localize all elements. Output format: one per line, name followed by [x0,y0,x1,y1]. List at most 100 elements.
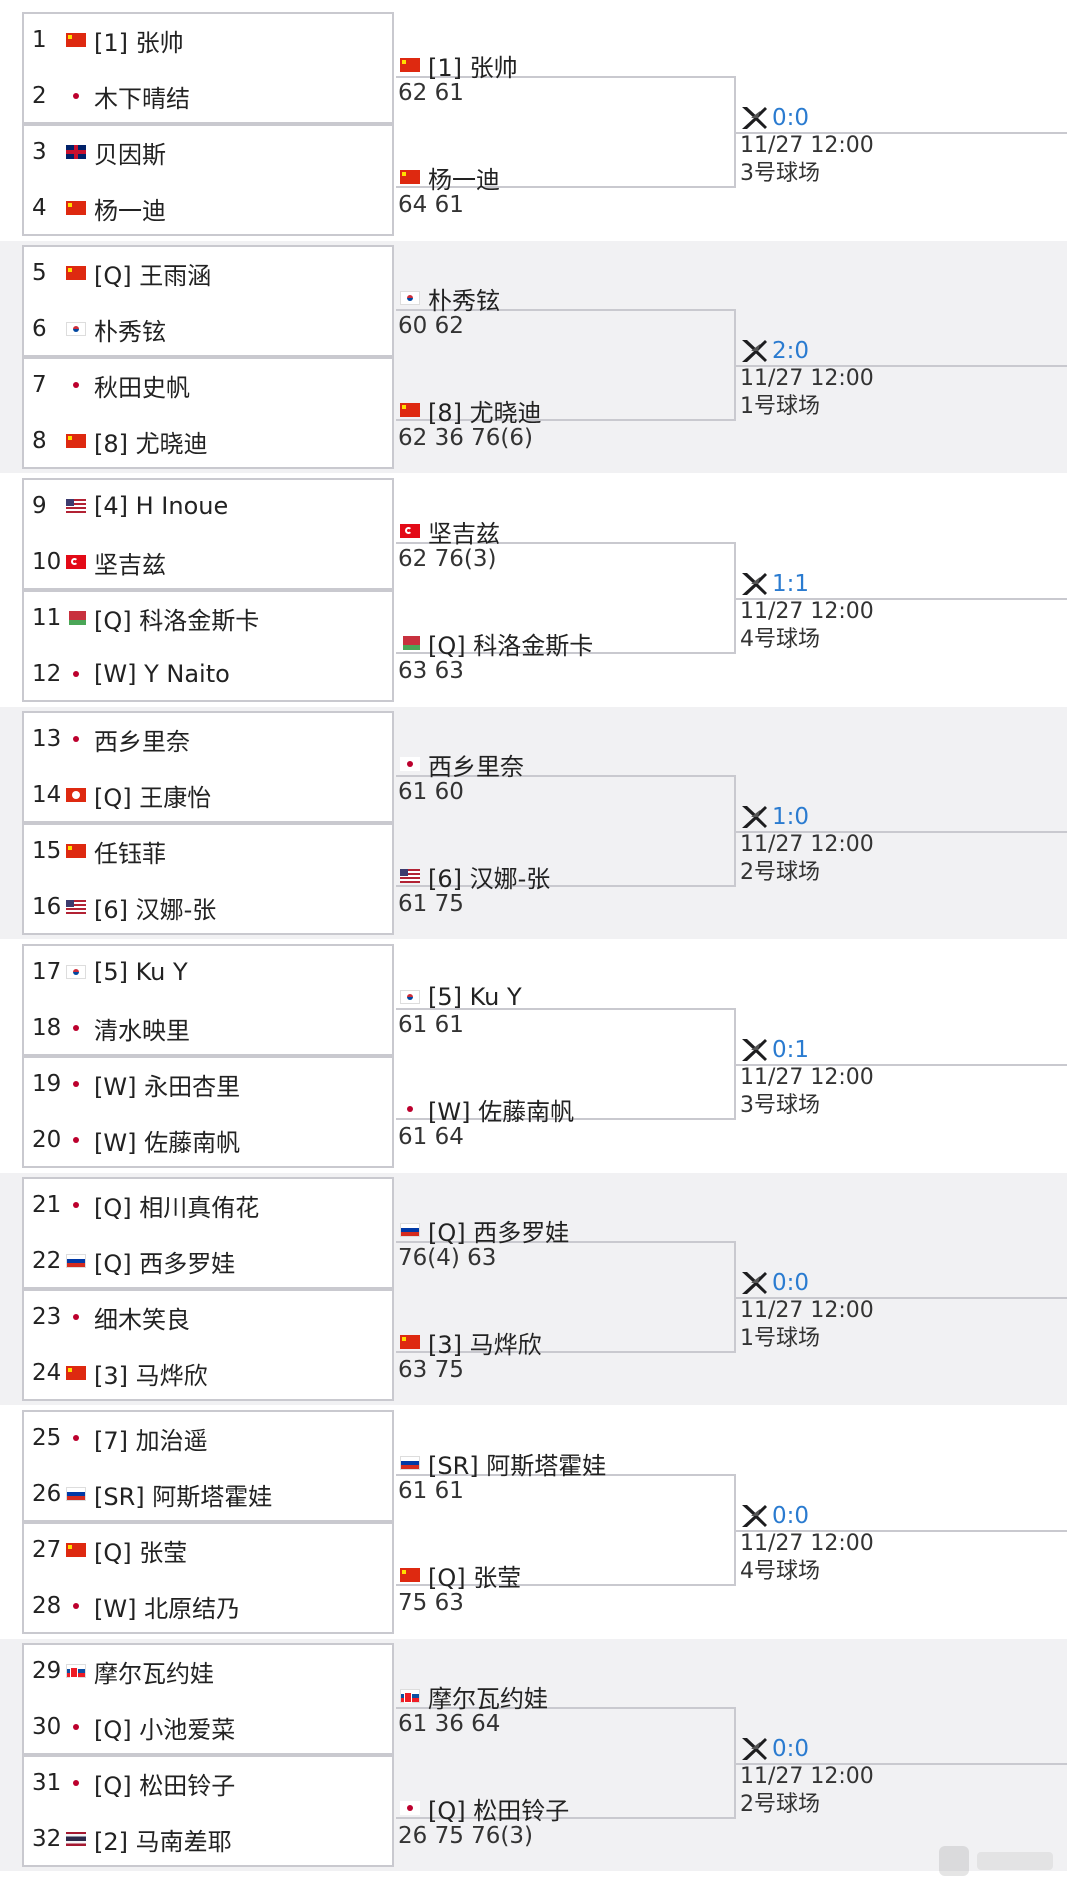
player-row[interactable]: 30[Q] 小池爱菜 [32,1707,235,1747]
advancing-player[interactable]: [5] Ku Y [400,980,522,1014]
advancing-player[interactable]: [Q] 张莹 [400,1558,521,1592]
player-row[interactable]: 24[3] 马烨欣 [32,1353,208,1393]
player-row[interactable]: 21[Q] 相川真侑花 [32,1185,259,1225]
player-row[interactable]: 16[6] 汉娜-张 [32,887,216,927]
first-round-match[interactable]: 31[Q] 松田铃子 32[2] 马南差耶 [22,1755,394,1867]
advancing-player[interactable]: 西乡里奈 [400,747,524,781]
player-row[interactable]: 8[8] 尤晓迪 [32,421,208,461]
player-name: [Q] 王康怡 [94,783,212,812]
advancing-player[interactable]: [8] 尤晓迪 [400,393,542,427]
player-row[interactable]: 11[Q] 科洛金斯卡 [32,598,259,638]
player-row[interactable]: 20[W] 佐藤南帆 [32,1120,240,1160]
advancing-player-name: [1] 张帅 [428,53,518,82]
flag-cn-icon [400,1568,420,1582]
advancing-player-name: [5] Ku Y [428,983,522,1011]
head-to-head[interactable]: 1:0 [740,803,874,831]
advancing-player[interactable]: 杨一迪 [400,160,500,194]
first-round-match[interactable]: 27[Q] 张莹 28[W] 北原结乃 [22,1522,394,1634]
advancing-player[interactable]: 朴秀铉 [400,281,500,315]
advancing-player[interactable]: [W] 佐藤南帆 [400,1092,574,1126]
head-to-head[interactable]: 0:1 [740,1036,874,1064]
head-to-head[interactable]: 0:0 [740,1735,874,1763]
flag-cn-icon [66,266,86,280]
first-round-match[interactable]: 21[Q] 相川真侑花 22[Q] 西多罗娃 [22,1177,394,1289]
advancing-player[interactable]: 摩尔瓦约娃 [400,1679,548,1713]
first-round-match[interactable]: 25[7] 加治遥 26[SR] 阿斯塔霍娃 [22,1410,394,1522]
player-row[interactable]: 5[Q] 王雨涵 [32,253,211,293]
advancing-player[interactable]: [Q] 西多罗娃 [400,1213,569,1247]
player-name: [Q] 张莹 [94,1538,188,1567]
player-name: [Q] 西多罗娃 [94,1249,236,1278]
head-to-head[interactable]: 0:0 [740,1269,874,1297]
flag-jp-icon [400,757,420,771]
player-row[interactable]: 17[5] Ku Y [32,952,188,992]
player-row[interactable]: 32[2] 马南差耶 [32,1819,232,1859]
player-row[interactable]: 9[4] H Inoue [32,486,228,526]
player-row[interactable]: 25[7] 加治遥 [32,1418,208,1458]
head-to-head[interactable]: 0:0 [740,104,874,132]
player-name: 木下晴结 [94,84,190,113]
head-to-head[interactable]: 0:0 [740,1502,874,1530]
advancing-player[interactable]: [3] 马烨欣 [400,1325,542,1359]
advancing-player[interactable]: [1] 张帅 [400,48,518,82]
head-to-head[interactable]: 2:0 [740,337,874,365]
advancing-player[interactable]: [SR] 阿斯塔霍娃 [400,1446,606,1480]
player-row[interactable]: 19[W] 永田杏里 [32,1064,240,1104]
advancing-player[interactable]: 坚吉兹 [400,514,500,548]
player-row[interactable]: 31[Q] 松田铃子 [32,1763,235,1803]
player-row[interactable]: 12[W] Y Naito [32,654,230,694]
match-time: 11/27 12:00 [740,1531,874,1556]
advancing-player[interactable]: [Q] 松田铃子 [400,1791,569,1825]
player-row[interactable]: 14[Q] 王康怡 [32,775,211,815]
head-to-head[interactable]: 1:1 [740,570,874,598]
player-row[interactable]: 22[Q] 西多罗娃 [32,1241,235,1281]
advancing-player[interactable]: [6] 汉娜-张 [400,859,550,893]
advancing-player[interactable]: [Q] 科洛金斯卡 [400,626,593,660]
player-row[interactable]: 26[SR] 阿斯塔霍娃 [32,1474,272,1514]
player-row[interactable]: 27[Q] 张莹 [32,1530,187,1570]
first-round-match[interactable]: 11[Q] 科洛金斯卡 12[W] Y Naito [22,590,394,702]
player-seed-number: 16 [32,894,62,920]
player-row[interactable]: 28[W] 北原结乃 [32,1586,240,1626]
first-round-match[interactable]: 19[W] 永田杏里 20[W] 佐藤南帆 [22,1056,394,1168]
bracket-section: 25[7] 加治遥 26[SR] 阿斯塔霍娃 27[Q] 张莹 28[W] 北原结乃 [… [0,1406,1067,1638]
player-row[interactable]: 1[1] 张帅 [32,20,184,60]
